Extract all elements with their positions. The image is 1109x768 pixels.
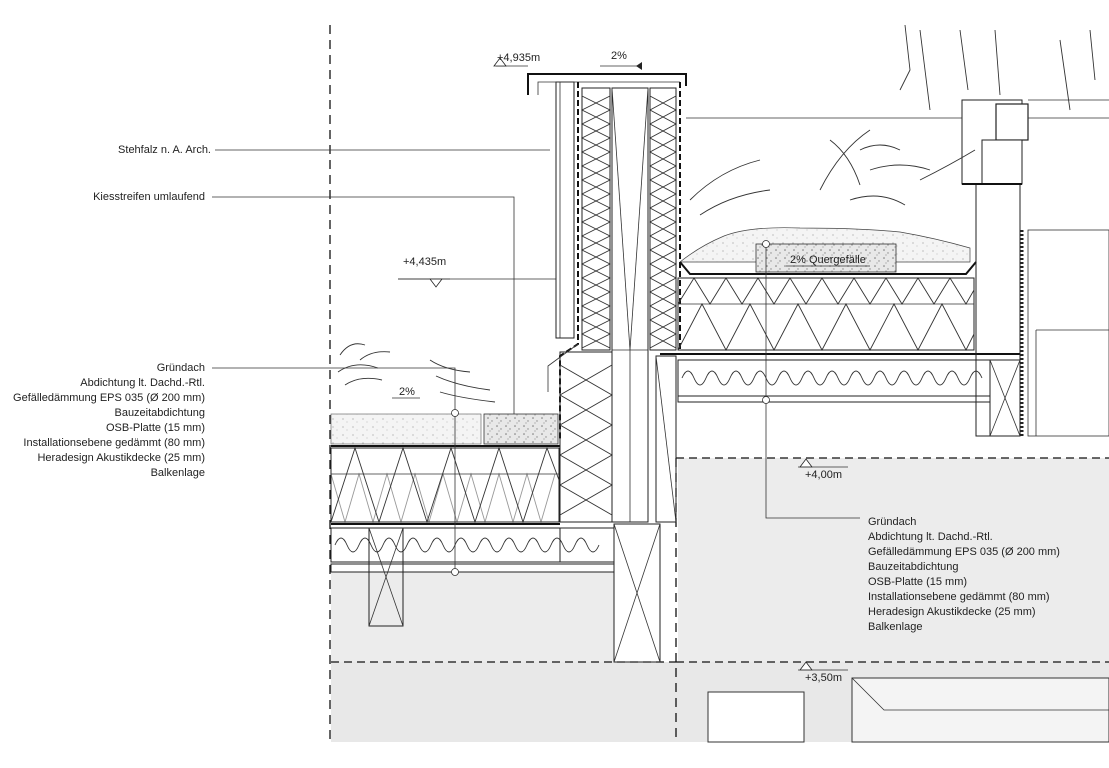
layer-right-item: Gefälledämmung EPS 035 (Ø 200 mm) <box>868 546 1060 558</box>
layers-left-list: Gründach Abdichtung lt. Dachd.-Rtl. Gefä… <box>13 362 205 479</box>
right-roof-buildup <box>660 99 1109 437</box>
layer-left-item: OSB-Platte (15 mm) <box>106 422 205 434</box>
layer-left-item: Balkenlage <box>151 467 205 479</box>
level-markers <box>392 57 870 671</box>
layer-right-item: Installationsebene gedämmt (80 mm) <box>868 591 1050 603</box>
level-ceiling-right: +3,50m <box>805 672 842 684</box>
level-parapet-mid: +4,435m <box>403 256 446 268</box>
layer-right-item: Bauzeitabdichtung <box>868 561 959 573</box>
layer-right-item: OSB-Platte (15 mm) <box>868 576 967 588</box>
left-roof-buildup <box>330 413 615 627</box>
layer-left-item: Installationsebene gedämmt (80 mm) <box>23 437 205 449</box>
slope-left-roof: 2% <box>399 386 415 398</box>
layer-left-item: Bauzeitabdichtung <box>114 407 205 419</box>
layers-right-list: Gründach Abdichtung lt. Dachd.-Rtl. Gefä… <box>868 516 1060 633</box>
layer-right-item: Abdichtung lt. Dachd.-Rtl. <box>868 531 993 543</box>
layer-left-item: Heradesign Akustikdecke (25 mm) <box>37 452 205 464</box>
callout-stehfalz: Stehfalz n. A. Arch. <box>118 144 211 156</box>
layer-left-item: Gefälledämmung EPS 035 (Ø 200 mm) <box>13 392 205 404</box>
layer-right-item: Balkenlage <box>868 621 922 633</box>
level-floor-right: +4,00m <box>805 469 842 481</box>
layer-right-item: Heradesign Akustikdecke (25 mm) <box>868 606 1036 618</box>
layer-left-item: Abdichtung lt. Dachd.-Rtl. <box>80 377 205 389</box>
interior-fills <box>331 458 1109 743</box>
callout-kiesstreifen: Kiesstreifen umlaufend <box>93 191 205 203</box>
plant-sketches <box>337 24 1096 403</box>
slope-right-roof: 2% Quergefälle <box>790 254 866 266</box>
slope-cap: 2% <box>611 50 627 62</box>
parapet-wall <box>527 73 687 663</box>
layer-right-item: Gründach <box>868 516 916 528</box>
layer-left-item: Gründach <box>157 362 205 374</box>
level-top: +4,935m <box>497 52 540 64</box>
